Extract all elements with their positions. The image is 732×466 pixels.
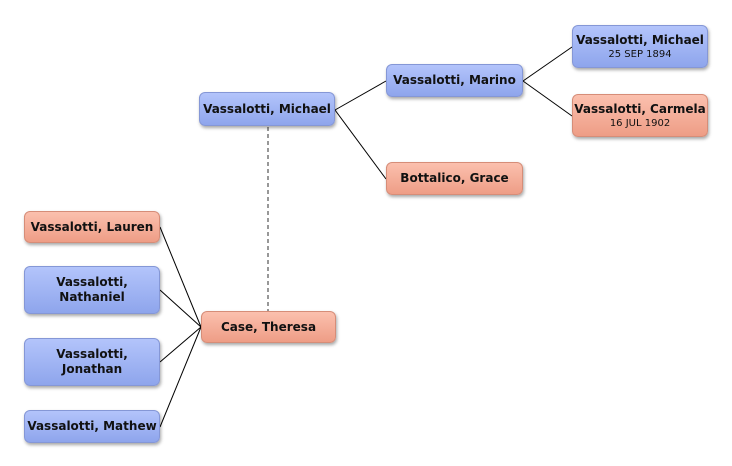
link-michael-grace bbox=[334, 109, 387, 180]
person-nathaniel-vassalotti[interactable]: Vassalotti, Nathaniel bbox=[24, 266, 160, 314]
person-michael-vassalotti-sr[interactable]: Vassalotti, Michael 25 SEP 1894 bbox=[572, 25, 708, 68]
person-theresa-case[interactable]: Case, Theresa bbox=[201, 311, 336, 343]
person-carmela-vassalotti[interactable]: Vassalotti, Carmela 16 JUL 1902 bbox=[572, 94, 708, 137]
person-name: Vassalotti, Jonathan bbox=[56, 347, 128, 376]
person-name: Vassalotti, Carmela bbox=[574, 101, 706, 116]
link-marino-michael-sr bbox=[522, 46, 573, 82]
person-name: Vassalotti, Nathaniel bbox=[56, 275, 128, 304]
link-theresa-mathew bbox=[159, 326, 202, 428]
person-jonathan-vassalotti[interactable]: Vassalotti, Jonathan bbox=[24, 338, 160, 386]
person-lauren-vassalotti[interactable]: Vassalotti, Lauren bbox=[24, 211, 160, 243]
person-name: Vassalotti, Marino bbox=[393, 73, 516, 87]
link-theresa-lauren bbox=[159, 226, 202, 328]
link-theresa-jonathan bbox=[159, 326, 202, 363]
person-grace-bottalico[interactable]: Bottalico, Grace bbox=[386, 162, 523, 195]
person-marino-vassalotti[interactable]: Vassalotti, Marino bbox=[386, 64, 523, 97]
person-name: Vassalotti, Michael bbox=[576, 32, 704, 47]
person-birth-date: 16 JUL 1902 bbox=[609, 117, 671, 129]
person-michael-vassalotti[interactable]: Vassalotti, Michael bbox=[199, 92, 335, 126]
person-name: Case, Theresa bbox=[220, 319, 317, 334]
person-name: Bottalico, Grace bbox=[400, 171, 509, 185]
link-michael-marino bbox=[334, 80, 387, 111]
person-name: Vassalotti, Mathew bbox=[27, 419, 157, 433]
person-name: Vassalotti, Michael bbox=[203, 101, 331, 116]
person-name: Vassalotti, Lauren bbox=[30, 219, 154, 234]
link-theresa-nathaniel bbox=[159, 289, 202, 328]
link-marino-carmela bbox=[522, 80, 573, 117]
person-birth-date: 25 SEP 1894 bbox=[608, 48, 672, 60]
person-mathew-vassalotti[interactable]: Vassalotti, Mathew bbox=[24, 410, 160, 443]
